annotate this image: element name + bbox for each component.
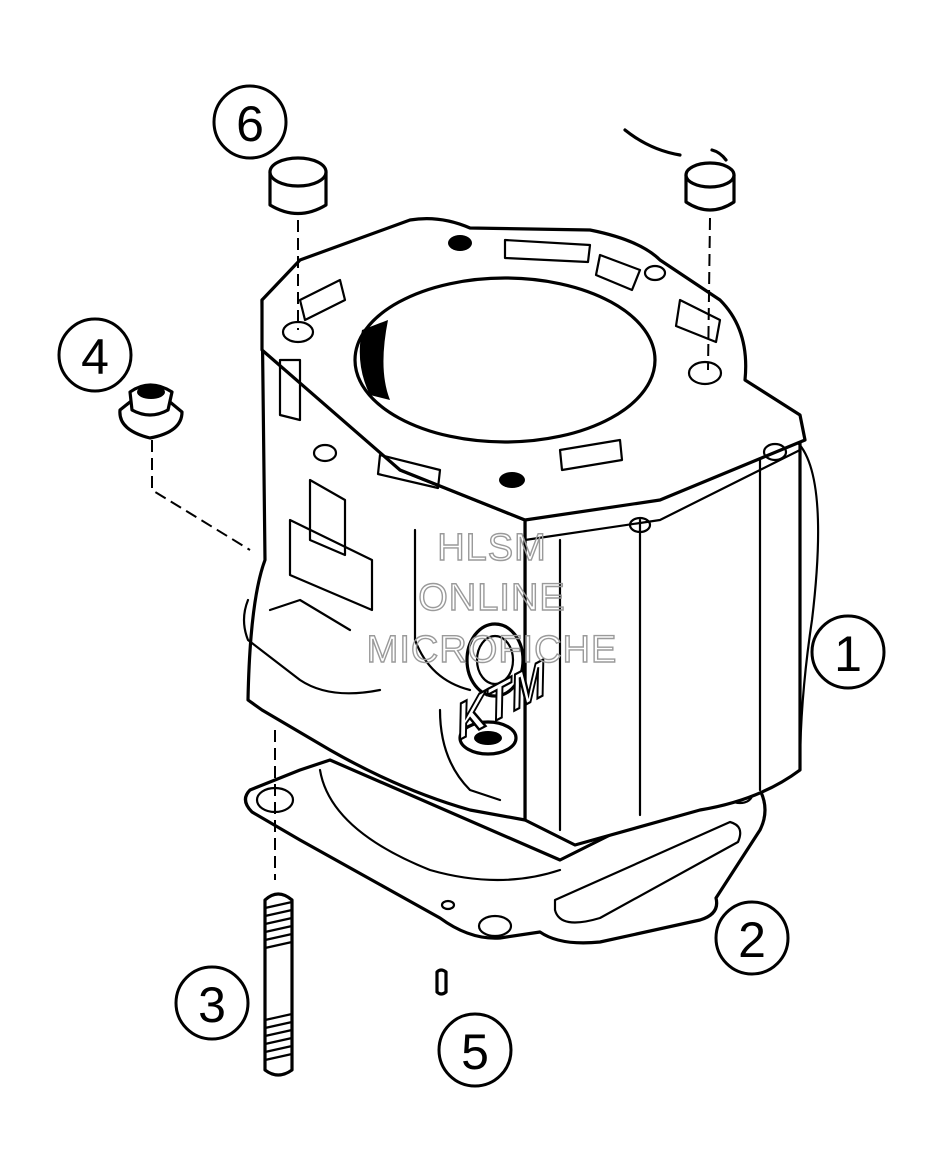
watermark-line-3: MICROFICHE	[367, 629, 618, 671]
callout-4-label: 4	[81, 329, 109, 385]
callout-6-label: 6	[236, 96, 264, 152]
watermark-line-1: HLSM	[437, 527, 547, 569]
callout-6: 6	[212, 84, 288, 160]
watermark: HLSM ONLINE MICROFICHE	[366, 526, 618, 671]
callout-2: 2	[714, 900, 790, 976]
stud-part	[263, 730, 294, 1077]
callout-1-label: 1	[834, 626, 862, 682]
callout-3-label: 3	[198, 977, 226, 1033]
pin-part	[435, 968, 448, 996]
callout-3: 3	[174, 965, 250, 1041]
base-gasket-part	[243, 758, 767, 945]
callout-1: 1	[810, 614, 886, 690]
callout-2-label: 2	[738, 912, 766, 968]
callout-5: 5	[437, 1012, 513, 1088]
stud-threads	[263, 900, 294, 1062]
dowel-sleeve-part	[268, 128, 736, 371]
cylinder-part: KTM	[242, 217, 820, 847]
watermark-line-2: ONLINE	[418, 577, 565, 619]
callout-4: 4	[57, 317, 133, 393]
nut-part	[118, 383, 251, 551]
callout-5-label: 5	[461, 1024, 489, 1080]
